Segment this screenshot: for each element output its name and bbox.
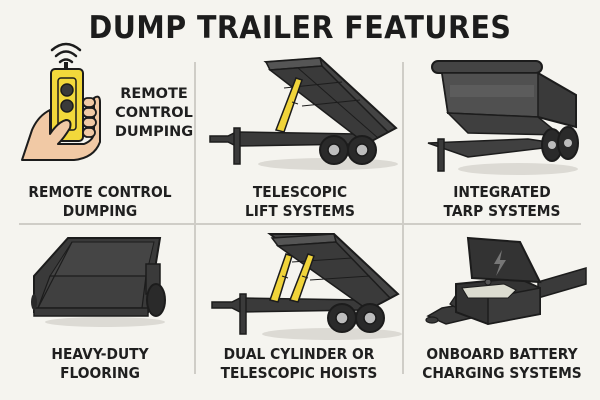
caption-line: TARP SYSTEMS [443, 202, 561, 220]
page-title: DUMP TRAILER FEATURES [88, 10, 512, 46]
caption-line: TELESCOPIC HOISTS [220, 364, 378, 382]
trailer-bed-icon [31, 237, 166, 327]
caption-line: TELESCOPIC [252, 183, 348, 201]
grid-divider-horizontal [19, 223, 581, 225]
caption-line: INTEGRATED [453, 183, 551, 201]
feature-caption: ONBOARD BATTERY CHARGING SYSTEMS [412, 345, 592, 383]
remote-side-caption-line: CONTROL [115, 105, 193, 121]
caption-line: LIFT SYSTEMS [245, 202, 355, 220]
dump-trailer-single-cylinder-icon [209, 56, 398, 170]
grid-divider-vertical-2 [402, 62, 404, 374]
feature-caption: INTEGRATED TARP SYSTEMS [412, 183, 592, 221]
grid-divider-vertical-1 [194, 62, 196, 374]
feature-caption: HEAVY-DUTY FLOORING [17, 345, 183, 383]
caption-line: DUMPING [62, 202, 138, 220]
battery-box-icon [425, 236, 587, 326]
caption-line: HEAVY-DUTY [51, 345, 149, 363]
caption-line: DUAL CYLINDER OR [223, 345, 375, 363]
remote-side-caption-line: DUMPING [114, 124, 194, 140]
caption-line: FLOORING [60, 364, 140, 382]
caption-line: CHARGING SYSTEMS [422, 364, 582, 382]
remote-side-caption-line: REMOTE [120, 86, 188, 102]
caption-line: REMOTE CONTROL [28, 183, 172, 201]
remote-control-hand-icon [21, 42, 101, 161]
feature-caption: DUAL CYLINDER OR TELESCOPIC HOISTS [204, 345, 394, 383]
dump-trailer-dual-cylinder-icon [211, 233, 402, 340]
dump-trailer-tarp-icon [427, 60, 579, 175]
remote-side-caption: REMOTE CONTROL DUMPING [114, 85, 194, 142]
feature-caption: REMOTE CONTROL DUMPING [17, 183, 183, 221]
feature-caption: TELESCOPIC LIFT SYSTEMS [208, 183, 392, 221]
caption-line: ONBOARD BATTERY [426, 345, 578, 363]
